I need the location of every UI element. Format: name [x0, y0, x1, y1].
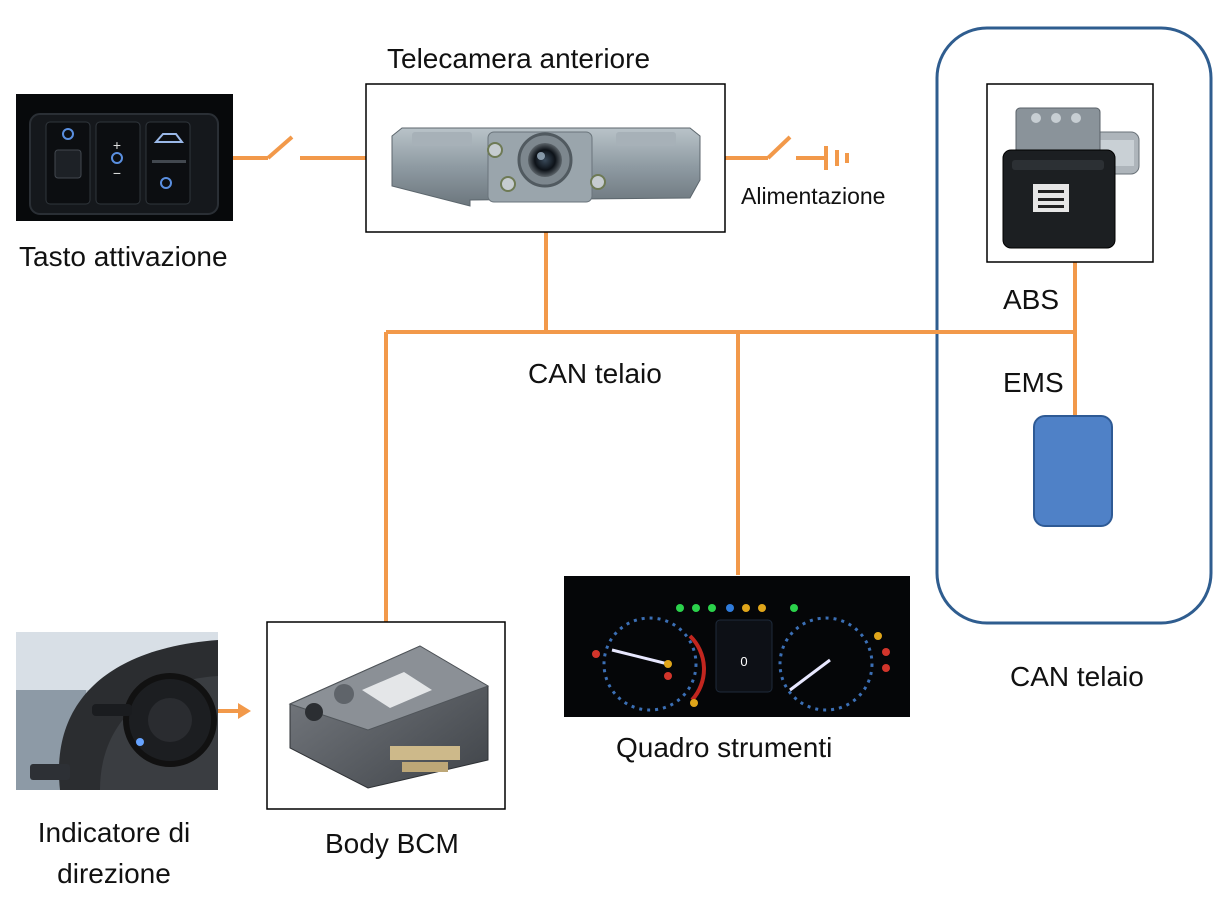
can-bus-wires [233, 135, 1077, 622]
turn-indicator-label-line2: direzione [57, 858, 171, 889]
power-switch-blade [766, 135, 792, 160]
activation-button-image: + − [16, 94, 233, 221]
abs-image [1002, 107, 1140, 249]
camera-title: Telecamera anteriore [387, 43, 651, 74]
activation-button-label: Tasto attivazione [19, 241, 228, 272]
bcm-image [288, 645, 490, 789]
turn-indicator-label-line1: Indicatore di [37, 817, 191, 848]
svg-text:−: − [113, 165, 121, 181]
indicator-arrow [218, 703, 251, 719]
body-bcm-label: Body BCM [325, 828, 459, 859]
svg-text:0: 0 [740, 654, 747, 669]
turn-indicator-image [16, 632, 219, 790]
svg-text:+: + [113, 137, 121, 153]
camera-image [391, 127, 701, 207]
can-frame [935, 26, 1213, 625]
instrument-cluster-image: 0 [564, 576, 910, 717]
can-frame-label: CAN telaio [1010, 661, 1144, 692]
ems-block [1033, 415, 1113, 527]
abs-label: ABS [1003, 284, 1060, 315]
button-switch-blade [266, 135, 294, 160]
can-bus-label: CAN telaio [528, 358, 662, 389]
instrument-cluster-label: Quadro strumenti [616, 732, 833, 763]
power-supply-label: Alimentazione [741, 183, 886, 209]
ems-label: EMS [1003, 367, 1064, 398]
